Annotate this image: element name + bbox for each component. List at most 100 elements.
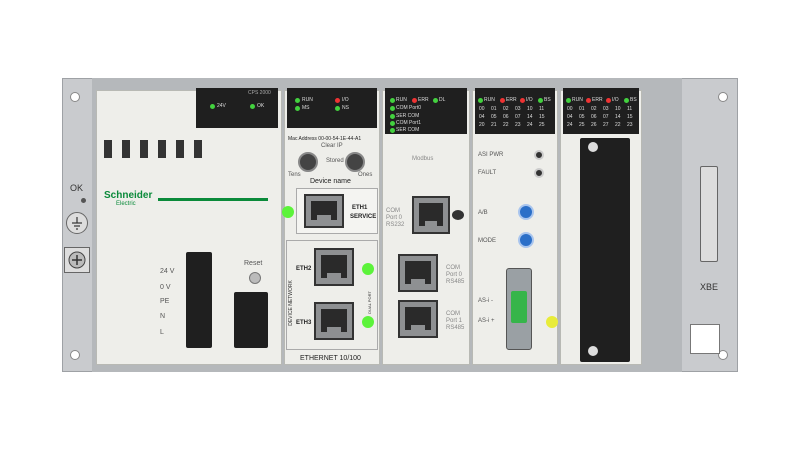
asi-ch: 25: [539, 122, 545, 128]
rs485-port0[interactable]: [398, 254, 438, 292]
power-supply-top-connector: [196, 88, 278, 128]
asi-led-err-label: ERR: [506, 97, 517, 103]
cpu-led-io-label: I/O: [342, 97, 349, 103]
dio-led-err: [586, 98, 591, 103]
output-terminal-block[interactable]: [234, 292, 268, 348]
asi-ch: 02: [503, 106, 509, 112]
rack-hole-right-bottom: [718, 350, 728, 360]
comm-led-sercom0: [390, 114, 395, 119]
asi-connector[interactable]: [506, 268, 532, 350]
asi-ch: 11: [539, 106, 545, 112]
rack-hole-left-top: [70, 92, 80, 102]
dio-led-io-label: I/O: [612, 97, 619, 103]
ethernet-label: ETHERNET 10/100: [300, 355, 361, 362]
xbe-connector[interactable]: [700, 166, 718, 262]
eth2-port[interactable]: [314, 248, 354, 286]
asi-ch: 06: [503, 114, 509, 120]
eth3-link-led: [362, 316, 374, 328]
service-label: SERVICE: [350, 214, 377, 220]
dio-ch: 02: [591, 106, 597, 112]
dio-ch: 15: [627, 114, 633, 120]
power-vents: [104, 140, 204, 160]
rs232-port[interactable]: [412, 196, 450, 234]
clear-ip-label: Clear IP: [321, 143, 343, 149]
power-module-label: CPS 2000: [248, 90, 271, 96]
dio-ch: 06: [591, 114, 597, 120]
port1-rs485-com: COM: [446, 311, 460, 317]
comm-led-port1-label: COM Port1: [396, 120, 422, 126]
cpu-led-ms-label: MS: [302, 105, 310, 111]
dio-ch: 01: [579, 106, 585, 112]
rack-hole-right-top: [718, 92, 728, 102]
dio-channel-grid: 00 01 02 03 10 11 04 05 06 07 14 15 24 2…: [565, 106, 637, 132]
port0-rs485-port: Port 0: [446, 272, 463, 278]
port1-rs485-type: RS485: [446, 325, 465, 331]
terminal-pe: PE: [160, 298, 170, 305]
asi-plus-label: AS-i +: [478, 318, 495, 324]
dio-ch: 22: [615, 122, 621, 128]
dio-ch: 23: [627, 122, 633, 128]
comm-led-port0-label: COM Port0: [396, 105, 422, 111]
brand-green-line: [158, 198, 268, 201]
led-24v: [210, 104, 215, 109]
dio-terminal-block[interactable]: [580, 138, 630, 362]
port0-rs232-port: Port 0: [386, 215, 403, 221]
terminal-l: L: [160, 329, 164, 336]
eth1-label: ETH1: [352, 205, 368, 211]
eth1-port[interactable]: [304, 194, 344, 228]
stored-label: Stored: [326, 158, 344, 164]
dio-ch: 07: [603, 114, 609, 120]
rs485-port1[interactable]: [398, 300, 438, 338]
asi-yellow-led: [546, 316, 558, 328]
asi-ch: 15: [539, 114, 545, 120]
reset-label: Reset: [244, 260, 263, 267]
led-ok: [250, 104, 255, 109]
dio-led-bs-label: BS: [630, 97, 637, 103]
mode-button[interactable]: [518, 232, 534, 248]
tens-rotary-switch[interactable]: [298, 152, 318, 172]
dio-ch: 26: [591, 122, 597, 128]
asi-led-io: [520, 98, 525, 103]
dio-ch: 03: [603, 106, 609, 112]
comm-led-dl: [433, 98, 438, 103]
rs232-led: [452, 210, 464, 220]
comm-led-err-label: ERR: [418, 97, 429, 103]
xbe-label: XBE: [700, 282, 719, 292]
asi-ch: 14: [527, 114, 533, 120]
dio-ch: 14: [615, 114, 621, 120]
eth2-link-led: [362, 263, 374, 275]
comm-led-sercom0-label: SER COM: [396, 113, 420, 119]
terminal-24v: 24 V: [160, 268, 175, 275]
asi-pwr-led: [534, 150, 544, 160]
reset-button[interactable]: [249, 272, 261, 284]
eth3-port[interactable]: [314, 302, 354, 340]
brand-logo: Schneider: [104, 190, 153, 201]
comm-led-port0: [390, 106, 395, 111]
asi-ch: 21: [491, 122, 497, 128]
cpu-led-ns: [335, 106, 340, 111]
rack-screw-icon: [64, 247, 90, 273]
mac-address: Mac Address 00-00-54-1E-44-A1: [288, 136, 362, 142]
modbus-label: Modbus: [412, 156, 434, 162]
asi-channel-grid: 00 01 02 03 10 11 04 05 06 07 14 15 20 2…: [477, 106, 553, 132]
ground-screw-icon: [66, 212, 88, 234]
xbe-cover: [690, 324, 720, 354]
dio-led-panel: [563, 88, 639, 134]
rack-ok-label: OK: [70, 183, 84, 193]
power-terminal-block[interactable]: [186, 252, 212, 348]
eth2-label: ETH2: [296, 266, 312, 272]
dio-ch: 11: [627, 106, 633, 112]
brand-logo-sub: Electric: [116, 201, 136, 207]
dio-ch: 05: [579, 114, 585, 120]
eth3-label: ETH3: [296, 320, 312, 326]
ab-button[interactable]: [518, 204, 534, 220]
dio-ch: 27: [603, 122, 609, 128]
rack-hole-left-bottom: [70, 350, 80, 360]
dual-port-label: DUAL PORT: [366, 291, 372, 314]
comm-led-panel: [385, 88, 467, 134]
asi-led-run-label: RUN: [484, 97, 495, 103]
dio-led-io: [606, 98, 611, 103]
ones-rotary-switch[interactable]: [345, 152, 365, 172]
asi-ch: 01: [491, 106, 497, 112]
terminal-n: N: [160, 313, 166, 320]
